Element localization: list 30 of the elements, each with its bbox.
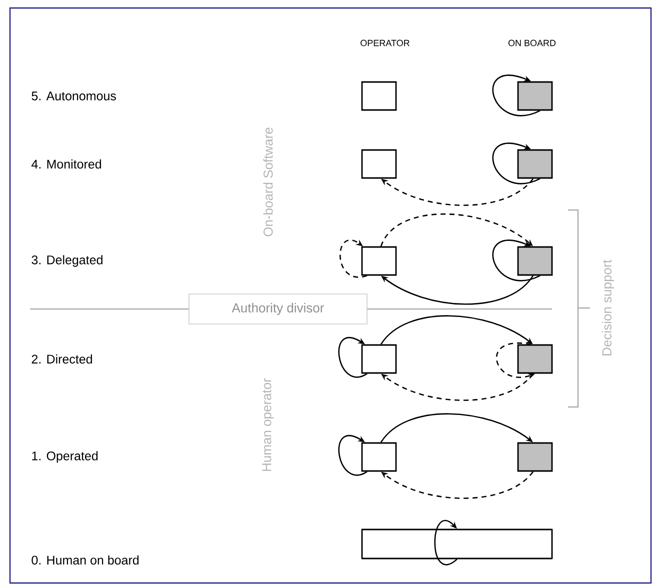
square-box bbox=[361, 344, 397, 374]
square-box bbox=[517, 344, 553, 374]
arrow bbox=[338, 435, 368, 476]
square-box bbox=[361, 149, 397, 179]
square-box bbox=[517, 442, 553, 472]
level-label: 4. Monitored bbox=[32, 159, 102, 169]
level-label: 2. Directed bbox=[32, 354, 92, 364]
square-box bbox=[361, 81, 397, 111]
arrow bbox=[492, 240, 540, 282]
arrow bbox=[434, 520, 458, 566]
level-label: 5. Autonomous bbox=[32, 92, 116, 100]
divisor-label: Authority divisor bbox=[188, 294, 368, 324]
column-header: OPERATOR bbox=[360, 40, 410, 46]
square-box bbox=[517, 246, 553, 276]
side-label: Human operator bbox=[262, 378, 274, 471]
arrow bbox=[492, 142, 540, 184]
side-label: Decision support bbox=[602, 260, 614, 356]
long-bar bbox=[361, 528, 553, 560]
level-label: 1. Operated bbox=[32, 451, 98, 463]
arrow bbox=[338, 337, 368, 378]
side-label: On-board Software bbox=[263, 128, 273, 236]
arrow bbox=[492, 74, 540, 116]
square-box bbox=[517, 81, 553, 111]
arrow bbox=[340, 240, 368, 278]
square-box bbox=[517, 149, 553, 179]
column-header: ON BOARD bbox=[508, 40, 556, 46]
level-label: 0. Human on board bbox=[32, 555, 139, 565]
square-box bbox=[361, 246, 397, 276]
level-label: 3. Delegated bbox=[32, 255, 102, 267]
square-box bbox=[361, 442, 397, 472]
